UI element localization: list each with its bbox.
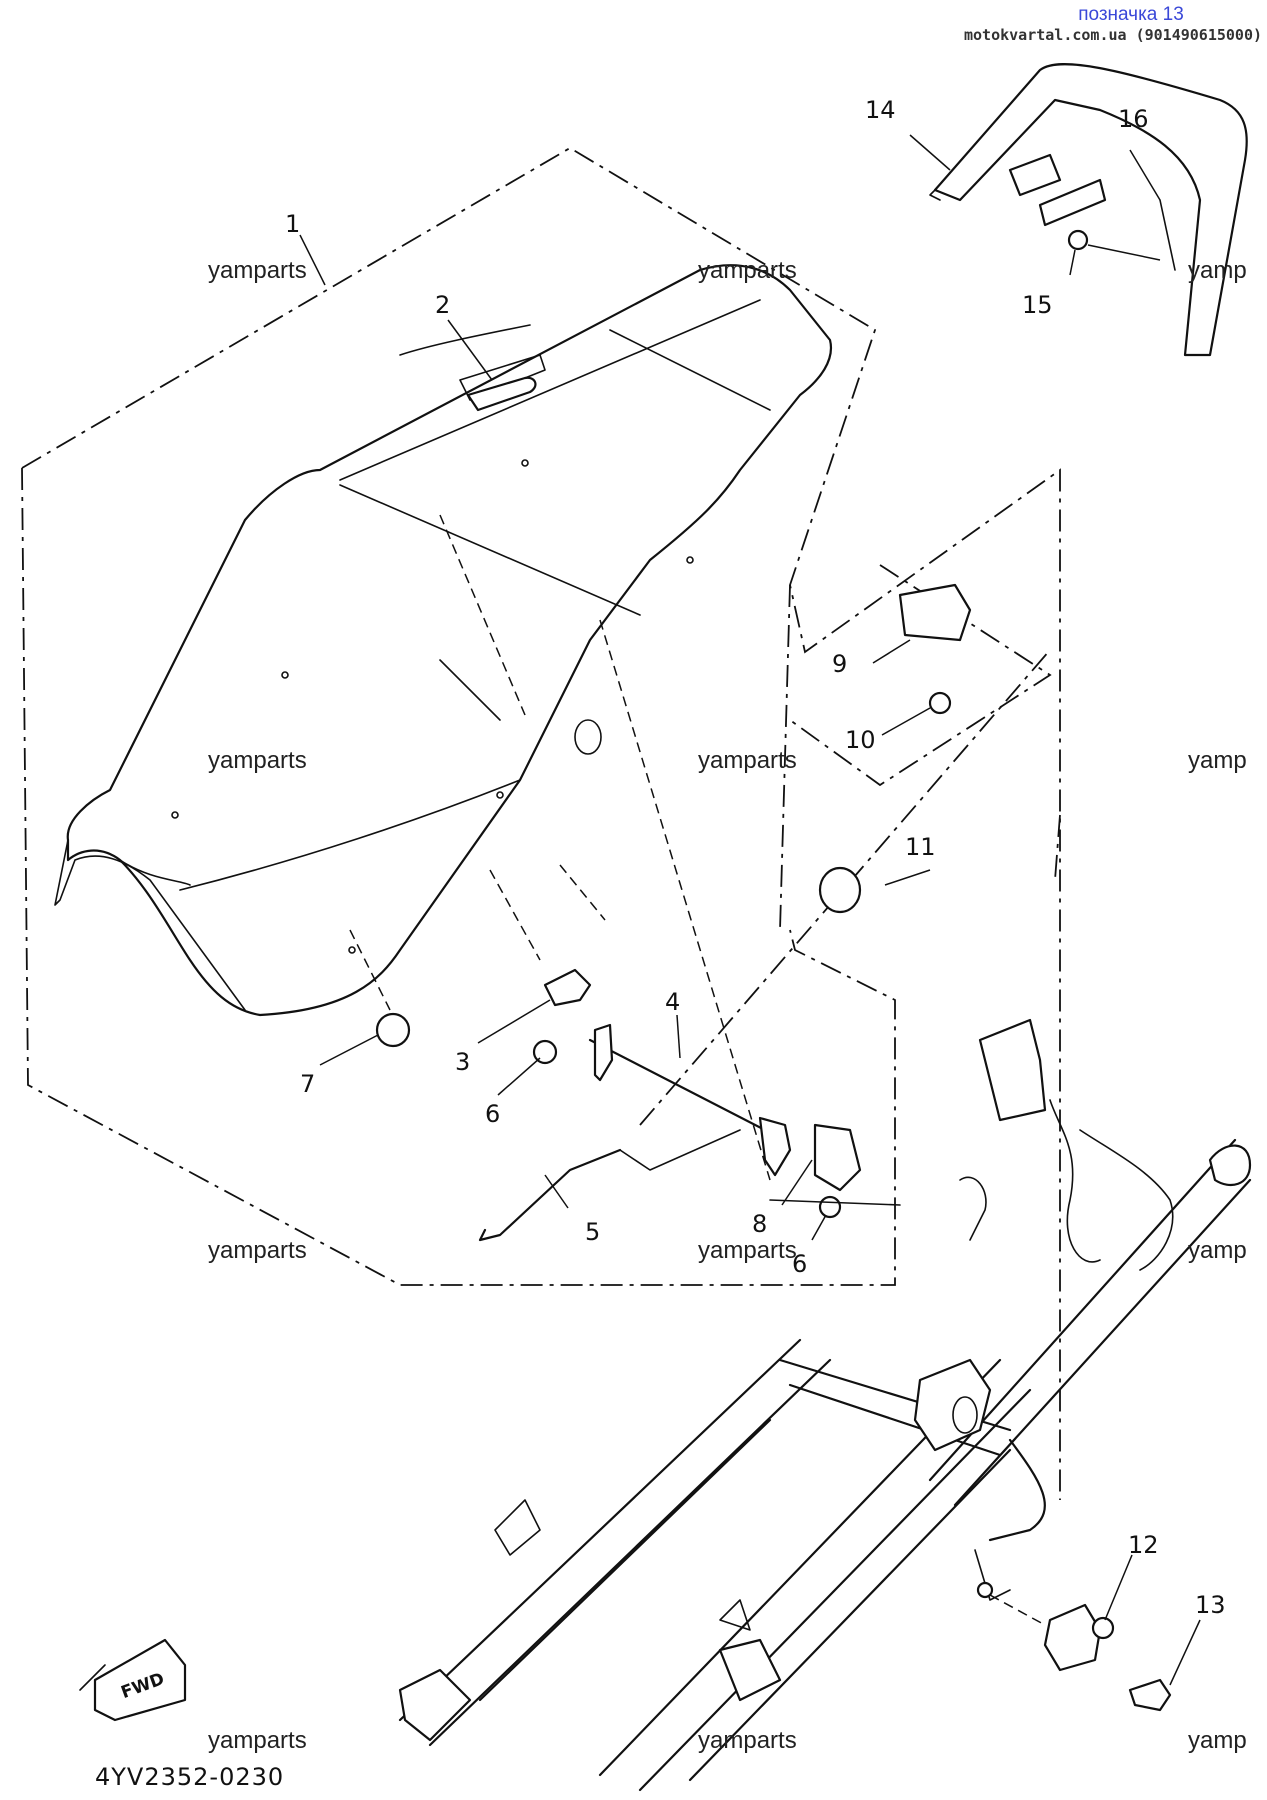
seat-hardware — [375, 376, 972, 1242]
part-label-1: 1 — [285, 210, 300, 238]
part-11-damper — [818, 866, 862, 914]
part-15-screw — [1067, 229, 1089, 251]
watermark: yamparts — [698, 1727, 797, 1754]
part-label-13: 13 — [1195, 1591, 1226, 1619]
part-13-bolt — [1128, 1678, 1172, 1712]
part-label-16: 16 — [1118, 105, 1149, 133]
part-label-6b: 6 — [792, 1250, 807, 1278]
diagram-code: 4YV2352-0230 — [95, 1763, 284, 1791]
part-label-10: 10 — [845, 726, 876, 754]
part-label-9: 9 — [832, 650, 847, 678]
part-2-shape — [466, 376, 537, 412]
header-contact: motokvartal.com.ua (901490615000) — [963, 26, 1262, 44]
watermark-cut: yamp — [1188, 1727, 1247, 1754]
part-label-5: 5 — [585, 1218, 600, 1246]
watermark: yamparts — [698, 1237, 797, 1264]
part-10-washer — [928, 691, 952, 715]
part-label-8: 8 — [752, 1210, 767, 1238]
part-label-7: 7 — [300, 1070, 315, 1098]
part-6b-nut — [818, 1195, 842, 1219]
part-3-bracket — [543, 968, 592, 1007]
part-4-rod-end — [593, 1023, 614, 1082]
frame — [398, 1018, 1252, 1792]
watermark: yamparts — [208, 1237, 307, 1264]
part-12-clamp — [1043, 1603, 1102, 1672]
part-9-lock — [898, 583, 972, 642]
seat-cowl — [929, 63, 1248, 357]
header-link[interactable]: позначка 13 — [1078, 4, 1184, 25]
watermark-cut: yamp — [1188, 747, 1247, 774]
part-numbers: 1 2 3 4 5 6 6 7 8 9 10 11 12 13 14 15 16 — [285, 96, 1226, 1619]
part-8-bracket — [813, 1123, 862, 1192]
watermark: yamparts — [208, 257, 307, 284]
assembly-boundary — [21, 146, 1061, 1500]
part-7-grommet — [375, 1012, 411, 1048]
watermark: yamparts — [698, 257, 797, 284]
watermark-cut: yamp — [1188, 257, 1247, 284]
part-label-15: 15 — [1022, 291, 1053, 319]
part-label-4: 4 — [665, 988, 680, 1016]
part-label-6: 6 — [485, 1100, 500, 1128]
part-label-12: 12 — [1128, 1531, 1159, 1559]
part-label-2: 2 — [435, 291, 450, 319]
assembly-leaders — [349, 514, 771, 1181]
part-label-14: 14 — [865, 96, 896, 124]
seat — [54, 264, 833, 1017]
part-label-11: 11 — [905, 833, 936, 861]
watermark-cut: yamp — [1188, 1237, 1247, 1264]
part-label-3: 3 — [455, 1048, 470, 1076]
watermark: yamparts — [208, 747, 307, 774]
watermarks: yamparts yamparts yamp yamparts yamparts… — [208, 257, 1247, 1754]
watermark: yamparts — [698, 747, 797, 774]
part-leaders — [299, 134, 1201, 1686]
watermark: yamparts — [208, 1727, 307, 1754]
fwd-badge: FWD — [79, 1638, 187, 1722]
